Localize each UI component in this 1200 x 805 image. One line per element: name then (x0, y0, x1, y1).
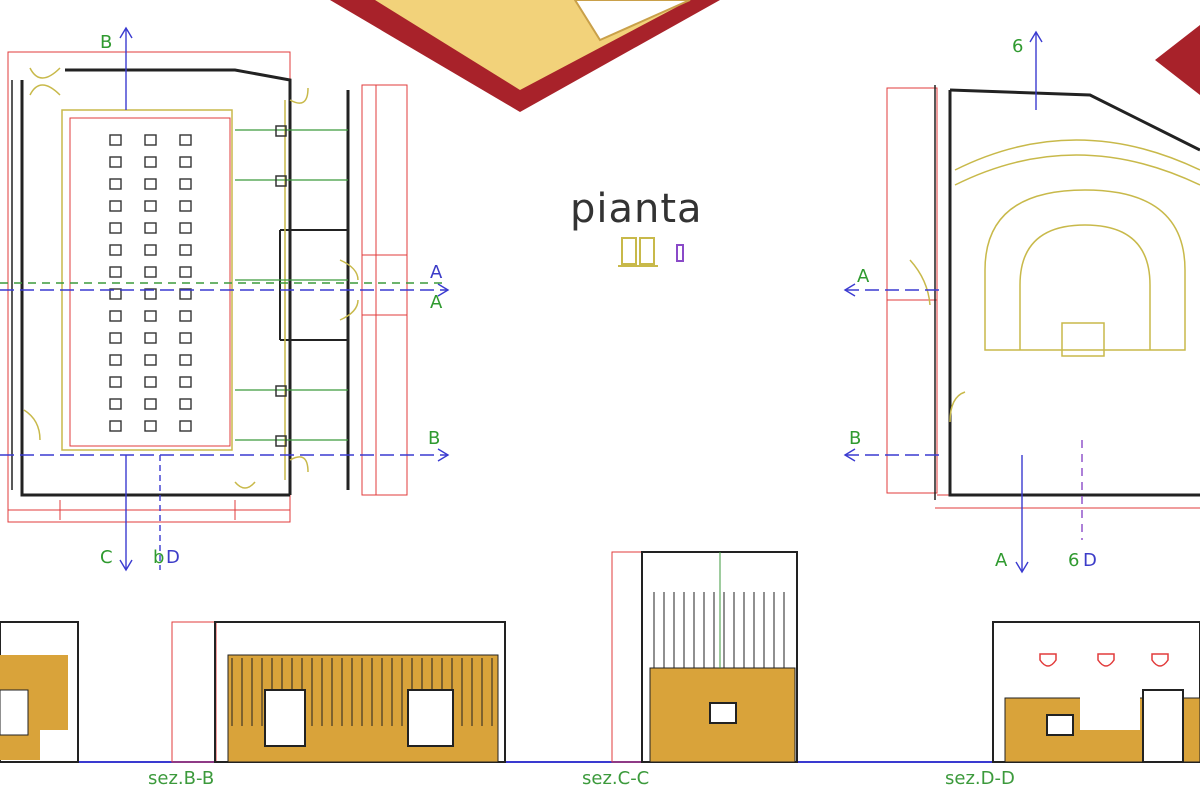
seat (179, 398, 192, 410)
roof-perspective-right (1155, 25, 1200, 95)
seat (144, 376, 157, 388)
section-caption-b-b: sez.B-B (148, 768, 215, 789)
roof-perspective-left (330, 0, 720, 112)
seat (179, 376, 192, 388)
marker-left-side-a2: A (430, 292, 443, 313)
seat (109, 222, 122, 234)
seat (144, 200, 157, 212)
seat (179, 420, 192, 432)
marker-right-bottom-a: A (995, 550, 1008, 571)
section-d-d (992, 621, 1200, 763)
seat (179, 288, 192, 300)
marker-left-top: B (100, 32, 113, 53)
seat (144, 134, 157, 146)
seat (144, 288, 157, 300)
seat (109, 354, 122, 366)
seat (179, 266, 192, 278)
seat (109, 376, 122, 388)
page-title: pianta (570, 186, 703, 232)
seat (109, 244, 122, 256)
right-plan (843, 30, 1200, 574)
seat (179, 134, 192, 146)
seat (144, 266, 157, 278)
marker-left-bottom-b-prefix: b (153, 547, 165, 568)
seat (144, 156, 157, 168)
seat (179, 156, 192, 168)
seat (179, 354, 192, 366)
seat (109, 156, 122, 168)
section-caption-c-c: sez.C-C (582, 768, 650, 789)
seat (179, 222, 192, 234)
seat (144, 222, 157, 234)
scale-glyph (618, 237, 684, 267)
seat (179, 244, 192, 256)
section-b-b (171, 621, 506, 763)
seat (144, 332, 157, 344)
section-elevations (0, 551, 1200, 763)
seat (144, 398, 157, 410)
seat (179, 200, 192, 212)
marker-right-top: 6 (1012, 36, 1024, 57)
marker-right-side-a: A (857, 266, 870, 287)
seat (109, 266, 122, 278)
marker-right-side-b: B (849, 428, 862, 449)
seat (109, 288, 122, 300)
seat (109, 332, 122, 344)
section-c-c (611, 551, 798, 763)
seat (109, 310, 122, 322)
seat (109, 200, 122, 212)
seat (179, 332, 192, 344)
marker-left-side-b: B (428, 428, 441, 449)
seat (109, 398, 122, 410)
section-fragment-left (0, 621, 79, 763)
seat (109, 178, 122, 190)
seat (144, 354, 157, 366)
left-plan (0, 26, 450, 572)
seat (179, 310, 192, 322)
seat (179, 178, 192, 190)
marker-left-bottom-a: C (100, 547, 113, 568)
marker-left-bottom-b: D (166, 547, 180, 568)
seat (144, 244, 157, 256)
seat (109, 134, 122, 146)
seat (144, 178, 157, 190)
marker-right-bottom-b-prefix: 6 (1068, 550, 1080, 571)
section-caption-d-d: sez.D-D (945, 768, 1015, 789)
seat (144, 420, 157, 432)
seat (109, 420, 122, 432)
marker-right-bottom-b: D (1083, 550, 1097, 571)
marker-left-side-a: A (430, 262, 443, 283)
seat (144, 310, 157, 322)
